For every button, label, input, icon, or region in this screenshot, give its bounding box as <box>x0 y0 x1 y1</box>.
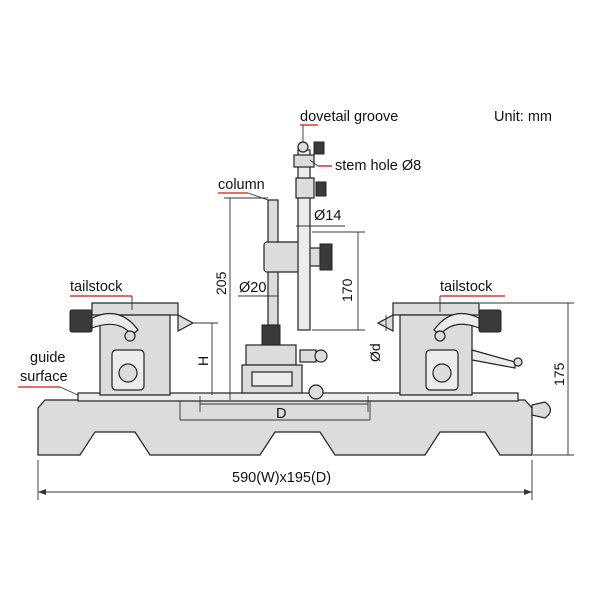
overall-size-label: 590(W)x195(D) <box>232 470 331 486</box>
tailstock-right <box>376 302 552 419</box>
dovetail-groove-label: dovetail groove <box>300 109 398 125</box>
stem-diameter-label: Ø14 <box>314 208 341 224</box>
center-point-right <box>376 314 394 332</box>
column-knob <box>261 324 281 346</box>
leaders <box>18 124 505 396</box>
unit-note: Unit: mm <box>494 109 552 125</box>
column-label: column <box>218 177 265 193</box>
guide-surface-label-line2: surface <box>20 369 68 385</box>
center-distance-label: D <box>276 406 286 422</box>
column-height-label: 205 <box>213 271 229 295</box>
stem <box>297 149 311 331</box>
tailstock-left-label: tailstock <box>70 279 123 295</box>
column-stand <box>241 141 333 400</box>
clamp-handle-right <box>471 349 516 369</box>
guide-surface-label-line1: guide <box>30 350 65 366</box>
tailstock-left <box>69 302 195 396</box>
dimension-lines <box>37 197 574 500</box>
clamp-knob <box>319 243 333 271</box>
tailstock-right-label: tailstock <box>440 279 493 295</box>
center-diameter-label: Ød <box>367 343 383 362</box>
knurl-knob-right <box>478 309 502 333</box>
knurl-knob-left <box>69 309 93 333</box>
bed <box>37 399 533 456</box>
center-point-left <box>177 314 195 332</box>
stem-hole-label: stem hole Ø8 <box>335 158 421 174</box>
stem-travel-label: 170 <box>339 278 355 302</box>
column-diameter-label: Ø20 <box>239 280 266 296</box>
column-clamp <box>263 241 301 273</box>
overall-height-label: 175 <box>551 362 567 386</box>
center-height-label: H <box>195 356 211 366</box>
bed-handle <box>531 401 552 419</box>
